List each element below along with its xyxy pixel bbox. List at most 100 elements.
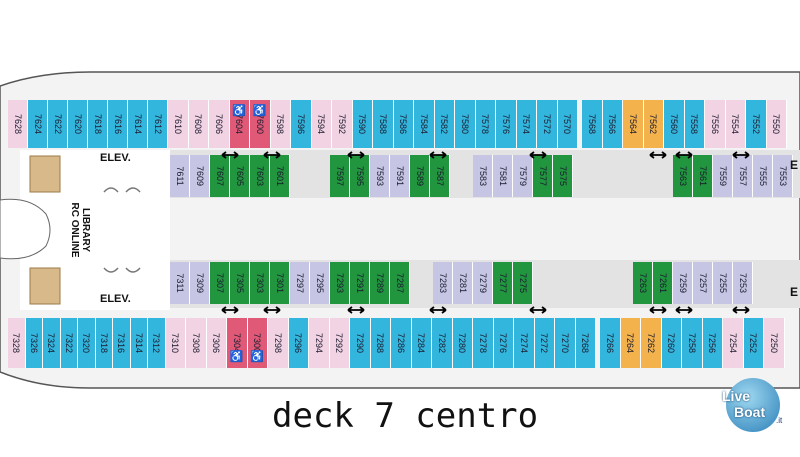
cabin-7578: 7578 bbox=[475, 100, 496, 148]
cabin-7328: 7328 bbox=[8, 318, 26, 368]
cabin-number: 7258 bbox=[686, 332, 697, 354]
cabin-7588: 7588 bbox=[373, 100, 394, 148]
cabin-number: 7287 bbox=[394, 272, 405, 294]
cabin-7600: 7600♿ bbox=[250, 100, 271, 148]
double-arrow-icon bbox=[347, 151, 365, 159]
cabin-7595: 7595 bbox=[350, 155, 370, 197]
cabin-7620: 7620 bbox=[68, 100, 88, 148]
cabin-number: 7579 bbox=[517, 165, 528, 187]
cabin-number: 7276 bbox=[498, 332, 509, 354]
cabin-7606: 7606 bbox=[209, 100, 230, 148]
wheelchair-icon: ♿ bbox=[229, 351, 244, 363]
edge-label-port: E bbox=[790, 158, 799, 172]
cabin-number: 7268 bbox=[580, 332, 591, 354]
wheelchair-icon: ♿ bbox=[232, 105, 247, 117]
elevator-label-bottom: ELEV. bbox=[100, 293, 131, 305]
double-arrow-icon bbox=[263, 306, 281, 314]
cabin-number: 7596 bbox=[295, 113, 306, 135]
cabin-number: 7252 bbox=[748, 332, 759, 354]
cabin-7570: 7570 bbox=[557, 100, 578, 148]
cabin-7555: 7555 bbox=[753, 155, 773, 197]
cabin-number: 7564 bbox=[627, 113, 638, 135]
cabin-7311: 7311 bbox=[170, 262, 190, 304]
double-arrow-icon bbox=[529, 151, 547, 159]
cabin-number: 7270 bbox=[559, 332, 570, 354]
cabin-7598: 7598 bbox=[270, 100, 291, 148]
cabin-7295: 7295 bbox=[310, 262, 330, 304]
cabin-number: 7553 bbox=[777, 165, 788, 187]
cabin-7288: 7288 bbox=[370, 318, 391, 368]
cabin-number: 7320 bbox=[81, 332, 92, 354]
cabin-number: 7608 bbox=[193, 113, 204, 135]
cabin-number: 7324 bbox=[46, 332, 57, 354]
cabin-7300: 7300♿ bbox=[247, 318, 268, 368]
cabin-number: 7266 bbox=[604, 332, 615, 354]
cabin-7601: 7601 bbox=[270, 155, 290, 197]
cabin-number: 7589 bbox=[414, 165, 425, 187]
cabin-number: 7556 bbox=[709, 113, 720, 135]
cabin-7592: 7592 bbox=[332, 100, 353, 148]
cabin-number: 7607 bbox=[214, 165, 225, 187]
cabin-number: 7618 bbox=[92, 113, 103, 135]
cabin-7568: 7568 bbox=[582, 100, 603, 148]
cabin-number: 7572 bbox=[541, 113, 552, 135]
cabin-number: 7575 bbox=[557, 165, 568, 187]
cabin-number: 7294 bbox=[313, 332, 324, 354]
cabin-7314: 7314 bbox=[130, 318, 148, 368]
double-arrow-icon bbox=[732, 151, 750, 159]
cabin-7281: 7281 bbox=[453, 262, 473, 304]
cabin-7583: 7583 bbox=[473, 155, 493, 197]
wheelchair-icon: ♿ bbox=[252, 105, 267, 117]
cabin-7597: 7597 bbox=[330, 155, 350, 197]
cabin-number: 7554 bbox=[730, 113, 741, 135]
cabin-7575: 7575 bbox=[553, 155, 573, 197]
cabin-7562: 7562 bbox=[643, 100, 664, 148]
cabin-number: 7591 bbox=[394, 165, 405, 187]
cabin-number: 7598 bbox=[275, 113, 286, 135]
cabin-7324: 7324 bbox=[43, 318, 61, 368]
cabin-number: 7559 bbox=[717, 165, 728, 187]
cabin-7550: 7550 bbox=[766, 100, 787, 148]
cabin-7268: 7268 bbox=[575, 318, 596, 368]
cabin-7607: 7607 bbox=[210, 155, 230, 197]
cabin-number: 7306 bbox=[211, 332, 222, 354]
cabin-7574: 7574 bbox=[516, 100, 537, 148]
cabin-number: 7261 bbox=[657, 272, 668, 294]
cabin-number: 7322 bbox=[63, 332, 74, 354]
cabin-number: 7587 bbox=[434, 165, 445, 187]
cabin-7604: 7604♿ bbox=[229, 100, 250, 148]
double-arrow-icon bbox=[263, 151, 281, 159]
cabin-number: 7586 bbox=[398, 113, 409, 135]
cabin-number: 7296 bbox=[293, 332, 304, 354]
cabin-7616: 7616 bbox=[108, 100, 128, 148]
cabin-7556: 7556 bbox=[705, 100, 726, 148]
cabin-number: 7275 bbox=[517, 272, 528, 294]
cabin-number: 7610 bbox=[172, 113, 183, 135]
double-arrow-icon bbox=[221, 306, 239, 314]
double-arrow-icon bbox=[221, 151, 239, 159]
cabin-7253: 7253 bbox=[733, 262, 753, 304]
cabin-number: 7606 bbox=[213, 113, 224, 135]
cabin-number: 7292 bbox=[334, 332, 345, 354]
cabin-7326: 7326 bbox=[25, 318, 43, 368]
cabin-7258: 7258 bbox=[682, 318, 703, 368]
cabin-number: 7254 bbox=[727, 332, 738, 354]
cabin-number: 7578 bbox=[480, 113, 491, 135]
cabin-7312: 7312 bbox=[148, 318, 166, 368]
cabin-number: 7557 bbox=[737, 165, 748, 187]
cabin-number: 7305 bbox=[234, 272, 245, 294]
cabin-number: 7298 bbox=[272, 332, 283, 354]
cabin-7282: 7282 bbox=[432, 318, 453, 368]
cabin-7561: 7561 bbox=[693, 155, 713, 197]
cabin-7272: 7272 bbox=[534, 318, 555, 368]
cabin-7294: 7294 bbox=[309, 318, 330, 368]
cabin-7563: 7563 bbox=[673, 155, 693, 197]
elevator-label-top: ELEV. bbox=[100, 152, 131, 164]
cabin-number: 7282 bbox=[436, 332, 447, 354]
cabin-number: 7601 bbox=[274, 165, 285, 187]
cabin-7259: 7259 bbox=[673, 262, 693, 304]
cabin-7610: 7610 bbox=[168, 100, 189, 148]
deck-title: deck 7 centro bbox=[272, 396, 539, 436]
cabin-7284: 7284 bbox=[411, 318, 432, 368]
cabin-number: 7289 bbox=[374, 272, 385, 294]
